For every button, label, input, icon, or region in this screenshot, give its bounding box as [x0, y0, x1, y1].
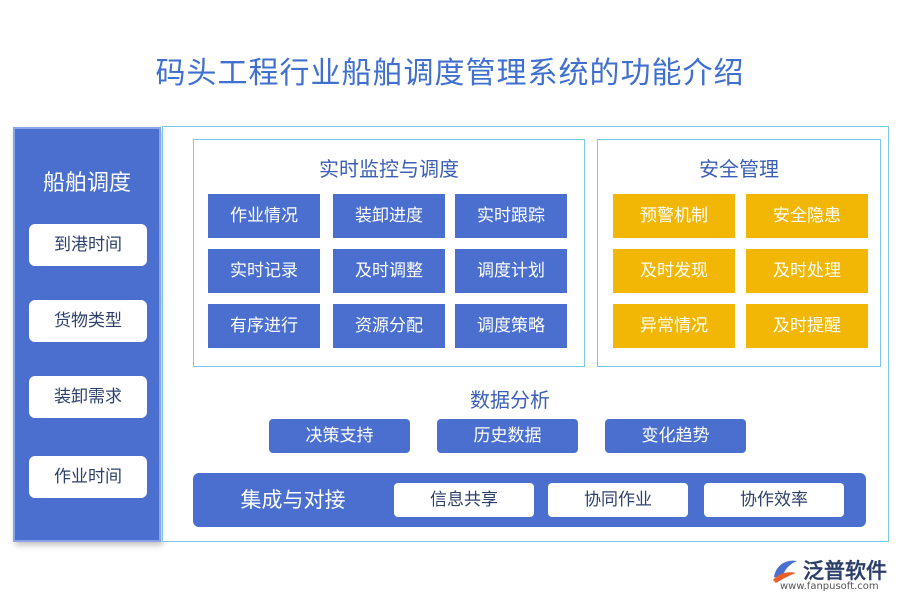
monitor-item: 实时跟踪	[455, 194, 567, 238]
monitor-item: 有序进行	[208, 304, 320, 348]
integration-item: 协同作业	[548, 483, 688, 517]
monitor-item: 调度策略	[455, 304, 567, 348]
monitor-item: 实时记录	[208, 249, 320, 293]
analysis-item: 变化趋势	[605, 419, 746, 453]
monitor-item: 作业情况	[208, 194, 320, 238]
safety-item: 及时发现	[613, 249, 735, 293]
integration-title: 集成与对接	[240, 488, 346, 512]
safety-item: 异常情况	[613, 304, 735, 348]
analysis-item: 决策支持	[269, 419, 410, 453]
integration-item: 信息共享	[394, 483, 534, 517]
integration-bar: 集成与对接 信息共享 协同作业 协作效率	[193, 473, 866, 527]
integration-item: 协作效率	[704, 483, 844, 517]
brand-name: 泛普软件	[803, 559, 887, 583]
safety-item: 安全隐患	[746, 194, 868, 238]
analysis-title: 数据分析	[470, 388, 550, 412]
monitor-title: 实时监控与调度	[319, 157, 459, 181]
brand-logo-icon	[773, 560, 797, 583]
ship-dispatch-panel: 船舶调度 到港时间 货物类型 装卸需求 作业时间	[13, 127, 161, 542]
safety-item: 预警机制	[613, 194, 735, 238]
brand-logo: 泛普软件 www.fanpusoft.com	[770, 553, 892, 593]
monitor-item: 装卸进度	[333, 194, 445, 238]
monitor-item: 及时调整	[333, 249, 445, 293]
brand-url: www.fanpusoft.com	[780, 581, 879, 592]
arrival-time-item: 到港时间	[29, 224, 147, 266]
safety-item: 及时处理	[746, 249, 868, 293]
page-title: 码头工程行业船舶调度管理系统的功能介绍	[155, 56, 745, 91]
analysis-item: 历史数据	[437, 419, 578, 453]
safety-title: 安全管理	[699, 157, 779, 181]
loading-demand-item: 装卸需求	[29, 376, 147, 418]
safety-item: 及时提醒	[746, 304, 868, 348]
operation-time-item: 作业时间	[29, 456, 147, 498]
cargo-type-item: 货物类型	[29, 300, 147, 342]
ship-dispatch-title: 船舶调度	[42, 171, 131, 196]
monitor-item: 调度计划	[455, 249, 567, 293]
monitor-item: 资源分配	[333, 304, 445, 348]
